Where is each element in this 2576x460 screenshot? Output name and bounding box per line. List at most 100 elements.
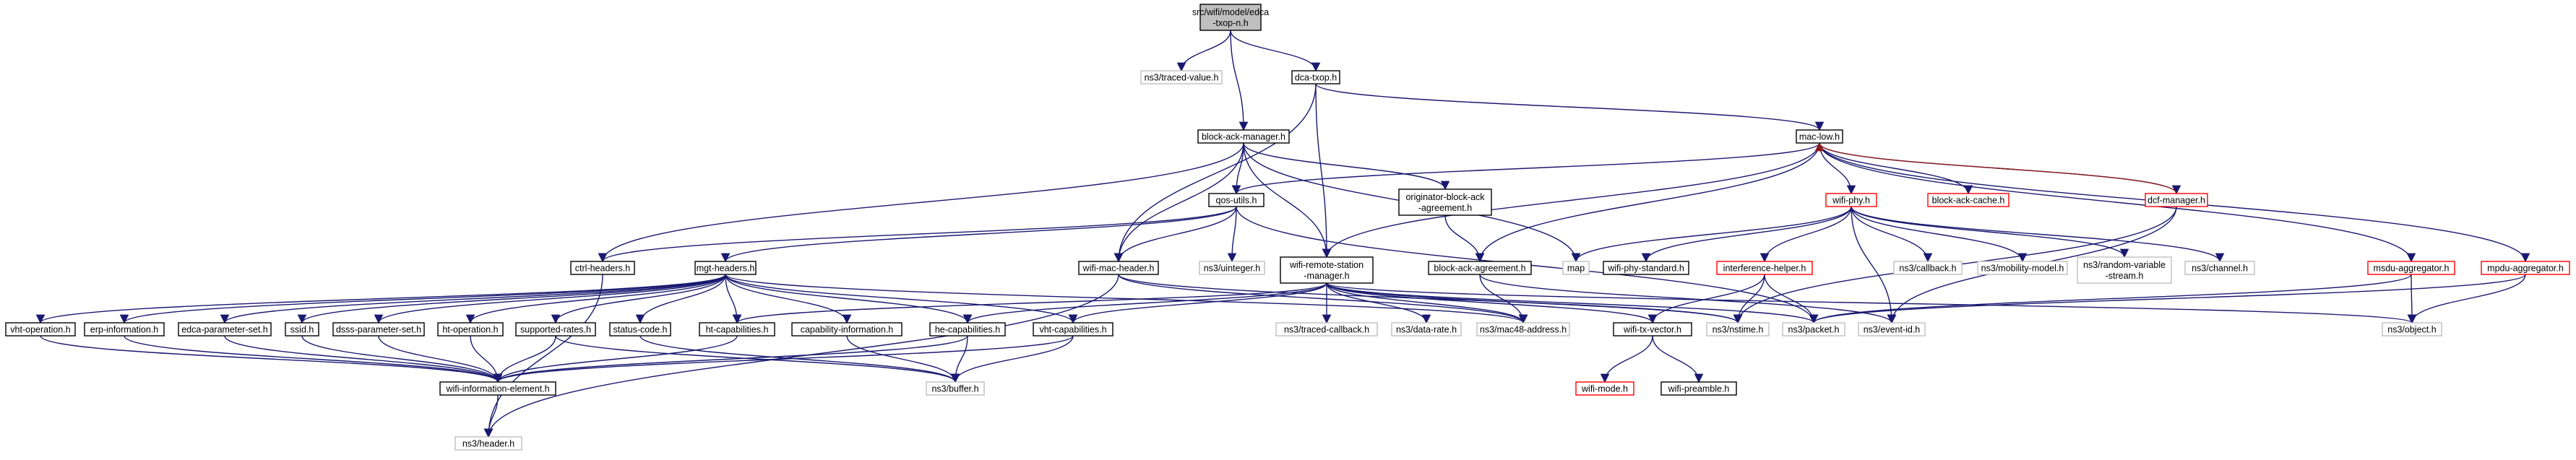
node-label: he-capabilities.h <box>935 325 1000 335</box>
node-box <box>1199 4 1262 31</box>
node-ssid[interactable]: ssid.h <box>285 322 319 337</box>
node-wifi-phy[interactable]: wifi-phy.h <box>1825 193 1877 207</box>
node-box <box>694 261 757 275</box>
node-wifi-information-element[interactable]: wifi-information-element.h <box>439 381 556 396</box>
node-erp-information[interactable]: erp-information.h <box>84 322 165 337</box>
edge-wifi-tx-vector-to-wifi-preamble <box>1652 335 1704 383</box>
edge-root-to-dca-txop <box>1230 30 1321 72</box>
node-box <box>1927 193 2009 207</box>
node-header[interactable]: ns3/header.h <box>455 436 522 451</box>
edge-wifi-phy-to-mobility-model <box>1851 206 2028 263</box>
node-label: ns3/callback.h <box>1899 264 1956 274</box>
node-mac-low[interactable]: mac-low.h <box>1796 129 1843 144</box>
node-box <box>1603 261 1689 275</box>
node-mgt-headers[interactable]: mgt-headers.h <box>694 261 757 275</box>
node-label: vht-capabilities.h <box>1039 325 1106 335</box>
node-box <box>84 322 165 337</box>
node-label: wifi-phy.h <box>1832 196 1870 206</box>
edge-mgt-headers-to-status-code <box>635 274 726 324</box>
node-object[interactable]: ns3/object.h <box>2382 322 2442 337</box>
node-label: capability-information.h <box>801 325 894 335</box>
edge-mgt-headers-to-ssid <box>297 274 726 324</box>
node-label: mpdu-aggregator.h <box>2487 264 2564 274</box>
node-box <box>1275 322 1378 337</box>
node-traced-value[interactable]: ns3/traced-value.h <box>1140 70 1223 84</box>
node-wifi-preamble[interactable]: wifi-preamble.h <box>1660 381 1737 396</box>
edge-wifi-mac-header-to-mac48-address <box>1118 274 1528 324</box>
node-data-rate[interactable]: ns3/data-rate.h <box>1391 322 1462 337</box>
node-packet[interactable]: ns3/packet.h <box>1782 322 1845 337</box>
node-dcf-manager[interactable]: dcf-manager.h <box>2145 193 2208 207</box>
node-label: ns3/traced-callback.h <box>1284 325 1369 335</box>
node-root[interactable]: src/wifi/model/edca-txop-n.h <box>1192 4 1269 31</box>
node-block-ack-manager[interactable]: block-ack-manager.h <box>1197 129 1290 144</box>
node-qos-utils[interactable]: qos-utils.h <box>1208 193 1265 207</box>
node-block-ack-agreement[interactable]: block-ack-agreement.h <box>1428 261 1532 275</box>
node-label: ns3/data-rate.h <box>1396 325 1457 335</box>
node-label: interference-helper.h <box>1723 264 1806 274</box>
node-wifi-tx-vector[interactable]: wifi-tx-vector.h <box>1613 322 1692 337</box>
edge-mgt-headers-to-supported-rates <box>551 274 726 324</box>
node-vht-operation[interactable]: vht-operation.h <box>5 322 76 337</box>
edge-remote-station-to-ht-capabilities <box>733 282 1327 324</box>
node-box <box>609 322 671 337</box>
node-dsss-parameter-set[interactable]: dsss-parameter-set.h <box>332 322 425 337</box>
node-buffer[interactable]: ns3/buffer.h <box>926 381 985 396</box>
edge-remote-station-to-packet <box>1326 282 1819 324</box>
node-edca-parameter-set[interactable]: edca-parameter-set.h <box>178 322 272 337</box>
node-capability-information[interactable]: capability-information.h <box>791 322 903 337</box>
node-he-capabilities[interactable]: he-capabilities.h <box>929 322 1006 337</box>
node-originator[interactable]: originator-block-ack-agreement.h <box>1398 188 1492 216</box>
node-status-code[interactable]: status-code.h <box>609 322 671 337</box>
node-channel[interactable]: ns3/channel.h <box>2184 261 2255 275</box>
node-interference-helper[interactable]: interference-helper.h <box>1716 261 1813 275</box>
node-box <box>515 322 596 337</box>
node-ht-capabilities[interactable]: ht-capabilities.h <box>699 322 775 337</box>
node-label: mac-low.h <box>1799 132 1840 142</box>
node-traced-callback[interactable]: ns3/traced-callback.h <box>1275 322 1378 337</box>
node-event-id[interactable]: ns3/event-id.h <box>1858 322 1926 337</box>
node-supported-rates[interactable]: supported-rates.h <box>515 322 596 337</box>
node-uinteger[interactable]: ns3/uinteger.h <box>1199 261 1265 275</box>
node-label: ctrl-headers.h <box>575 264 630 274</box>
node-ctrl-headers[interactable]: ctrl-headers.h <box>570 261 635 275</box>
edge-ht-capabilities-to-wifi-information-element <box>493 335 738 383</box>
node-map[interactable]: map <box>1562 261 1590 275</box>
node-wifi-phy-standard[interactable]: wifi-phy-standard.h <box>1603 261 1689 275</box>
node-callback[interactable]: ns3/callback.h <box>1893 261 1963 275</box>
edge-supported-rates-to-buffer <box>555 335 960 383</box>
node-wifi-mode[interactable]: wifi-mode.h <box>1575 381 1634 396</box>
node-box <box>285 322 319 337</box>
node-label: -manager.h <box>1304 271 1349 281</box>
edge-qos-utils-to-mgt-headers <box>720 206 1237 263</box>
node-block-ack-cache[interactable]: block-ack-cache.h <box>1927 193 2009 207</box>
nodes-layer: src/wifi/model/edca-txop-n.h ns3/traced-v… <box>5 4 2570 451</box>
node-remote-station[interactable]: wifi-remote-station-manager.h <box>1280 256 1374 284</box>
node-box <box>1716 261 1813 275</box>
node-label: supported-rates.h <box>520 325 591 335</box>
node-dca-txop[interactable]: dca-txop.h <box>1291 70 1340 84</box>
node-mpdu-aggregator[interactable]: mpdu-aggregator.h <box>2481 261 2570 275</box>
edge-mgt-headers-to-erp-information <box>119 274 726 324</box>
node-mac48-address[interactable]: ns3/mac48-address.h <box>1476 322 1570 337</box>
node-box <box>1280 256 1374 284</box>
node-box <box>1825 193 1877 207</box>
edge-vht-operation-to-wifi-information-element <box>40 335 503 383</box>
node-mobility-model[interactable]: ns3/mobility-model.h <box>1977 261 2068 275</box>
node-label: msdu-aggregator.h <box>2374 264 2450 274</box>
node-wifi-mac-header[interactable]: wifi-mac-header.h <box>1078 261 1159 275</box>
node-nstime[interactable]: ns3/nstime.h <box>1706 322 1770 337</box>
edge-mpdu-aggregator-to-packet <box>1809 274 2526 324</box>
edge-mgt-headers-to-capability-information <box>725 274 852 324</box>
node-box <box>1782 322 1845 337</box>
node-box <box>791 322 903 337</box>
node-msdu-aggregator[interactable]: msdu-aggregator.h <box>2367 261 2455 275</box>
node-box <box>1078 261 1159 275</box>
node-vht-capabilities[interactable]: vht-capabilities.h <box>1033 322 1113 337</box>
edge-mgt-headers-to-vht-capabilities <box>725 274 1078 324</box>
node-random-variable[interactable]: ns3/random-variable-stream.h <box>2077 256 2172 284</box>
node-label: wifi-mac-header.h <box>1082 264 1155 274</box>
node-label: ns3/header.h <box>462 439 514 449</box>
node-ht-operation[interactable]: ht-operation.h <box>437 322 504 337</box>
node-label: ht-operation.h <box>442 325 498 335</box>
